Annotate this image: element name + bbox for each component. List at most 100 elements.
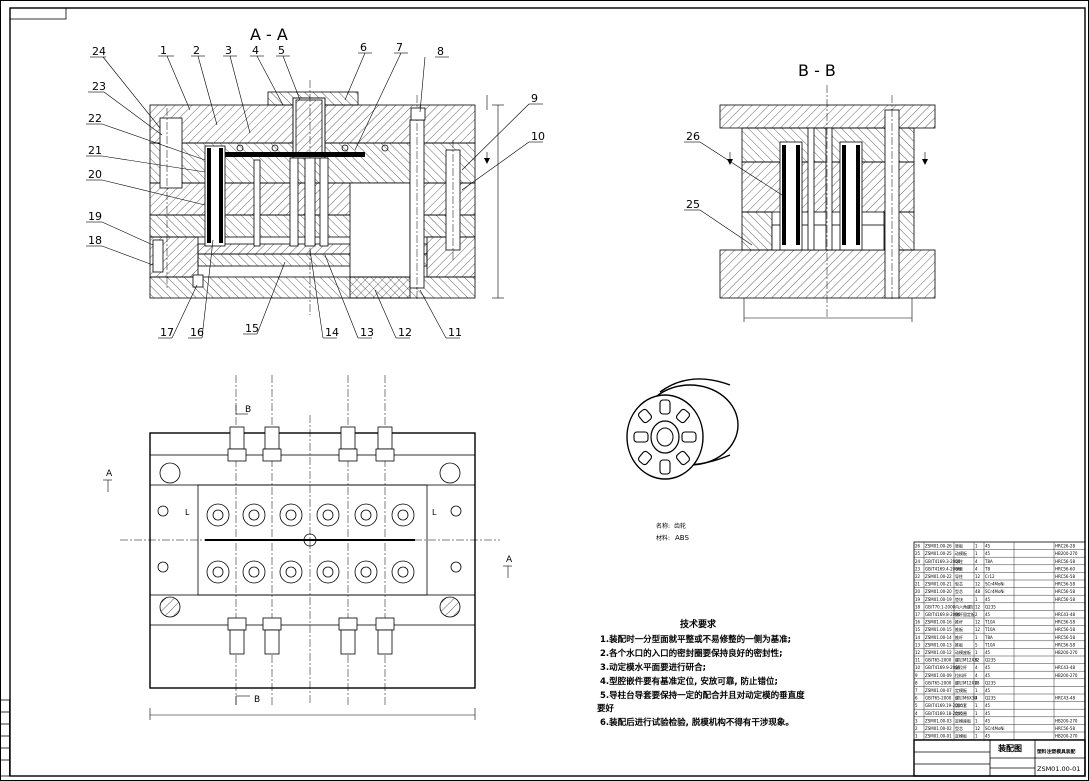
bom-cell: 45 — [985, 612, 991, 617]
bom-cell: 5 — [975, 642, 978, 647]
bom-cell: 4 — [975, 696, 978, 701]
bom-cell: HRC56-58 — [1055, 597, 1075, 602]
bom-cell: SCr4MoNi — [985, 726, 1005, 731]
callout-17: 17 — [160, 326, 174, 339]
bom-cell: 内六角螺钉 — [955, 603, 975, 609]
bom-cell: HRC43-48 — [1055, 612, 1075, 617]
callout-18: 18 — [88, 234, 102, 247]
bom-cell: HB200-270 — [1055, 551, 1078, 556]
cavity-row-top — [206, 503, 415, 527]
bom-cell: 23 — [915, 566, 921, 571]
bb-bottom-plate — [719, 249, 936, 299]
section-b-b-view: B - B 26 25 — [684, 61, 936, 322]
bom-cell: 15 — [915, 627, 921, 632]
callout-24: 24 — [92, 45, 106, 58]
bom-cell: ZSM01.00-19 — [925, 597, 952, 602]
callout-16: 16 — [190, 326, 204, 339]
bom-cell: 45 — [985, 734, 991, 739]
bom-cell: 定位圈 — [955, 710, 967, 716]
bom-cell: ZSM01.00-25 — [925, 551, 952, 556]
bom-cell: 5 — [915, 703, 918, 708]
bom-cell: 26 — [915, 544, 921, 549]
bom-cell: 浇口套 — [955, 702, 967, 708]
product-name-value: 齿轮 — [674, 522, 686, 530]
tech-req-item-5: 5.导柱台导套要保持一定的配合并且对动定模的垂直度 — [600, 690, 805, 701]
tech-req-item-2: 2.各个水口的入口的密封圈要保持良好的密封性; — [600, 648, 783, 659]
bom-cell: T10A — [984, 642, 996, 647]
tech-req-item-1: 1.装配时一分型面就平整或不易修整的一侧为基准; — [600, 634, 791, 645]
corner-code-box — [9, 7, 67, 20]
section-a-a-view: A - A — [86, 25, 545, 339]
bom-cell: Cr12 — [985, 574, 995, 579]
callout-3: 3 — [225, 44, 232, 57]
tech-req-item-6: 6.装配后进行试验检验, 脱模机构不得有干涉现象。 — [600, 717, 794, 728]
bom-cell: 45 — [985, 703, 991, 708]
bom-cell: 8 — [915, 680, 918, 685]
bom-cell: 4 — [915, 711, 918, 716]
bom-cell: 4 — [975, 559, 978, 564]
bom-cell: ZSM01.00-14 — [925, 635, 952, 640]
bom-cell: 11 — [915, 658, 921, 663]
bom-cell: 45 — [985, 544, 991, 549]
bb-spacer-left — [741, 211, 773, 251]
left-binding-strip — [0, 699, 10, 777]
bom-cell: T8A — [984, 559, 993, 564]
callout-23: 23 — [92, 80, 106, 93]
bom-cell: ZSM01.00-07 — [925, 688, 952, 693]
bom-cell: 45 — [985, 650, 991, 655]
bom-cell: 推杆 — [955, 634, 963, 640]
bom-cell: 4 — [975, 566, 978, 571]
bom-cell: 1 — [975, 551, 978, 556]
bom-cell: HRC56-58 — [1055, 589, 1075, 594]
bom-cell: ZSM01.00-15 — [925, 627, 952, 632]
bom-cell: 动模座板 — [955, 649, 971, 655]
bom-cell: 22 — [915, 574, 921, 579]
bom-cell: ZSM01.00-13 — [925, 642, 952, 647]
bom-cell: Q235 — [985, 604, 996, 609]
callout-8: 8 — [437, 45, 444, 58]
callout-19: 19 — [88, 210, 102, 223]
bom-cell: 12 — [975, 604, 981, 609]
bom-cell: 1 — [915, 734, 918, 739]
marker-l-left: L — [185, 508, 190, 517]
bom-cell: HRC43-48 — [1055, 665, 1075, 670]
bom-cell: T10A — [984, 627, 996, 632]
bom-cell: HB200-270 — [1055, 650, 1078, 655]
technical-requirements: 技术要求 1.装配时一分型面就平整或不易修整的一侧为基准; 2.各个水口的入口的… — [597, 618, 805, 728]
marker-a-left: A — [106, 469, 113, 479]
callout-4: 4 — [252, 44, 259, 57]
bom-cell: 1 — [975, 544, 978, 549]
callout-5: 5 — [278, 44, 285, 57]
callout-14: 14 — [325, 326, 339, 339]
bom-cell: 定模板 — [955, 687, 967, 693]
bom-cell: 垫板 — [955, 543, 963, 549]
bom-cell: HRC56-58 — [1055, 627, 1075, 632]
bom-cell: GB/T4169.9-2006 — [925, 665, 961, 670]
plan-view: A A B B L L — [103, 375, 513, 720]
tech-req-title: 技术要求 — [680, 618, 717, 630]
bom-cell: 推杆 — [955, 619, 963, 625]
bom-cell: HRC56-58 — [1055, 574, 1075, 579]
bom-cell: 45 — [985, 688, 991, 693]
bom-cell: 24 — [915, 559, 921, 564]
bom-cell: 螺钉M6X30 — [955, 695, 977, 701]
callout-20: 20 — [88, 168, 102, 181]
bom-cell: GB/T4169.19-2006 — [925, 703, 963, 708]
bom-cell: 动模板 — [955, 550, 967, 556]
bom-cell: HRC56-60 — [1055, 566, 1075, 571]
bom-cell: 垫块 — [955, 596, 963, 602]
bom-cell: 定模座板 — [955, 717, 971, 723]
bom-cell: 螺钉M12X18 — [955, 679, 980, 685]
plan-outer-plate — [149, 432, 476, 689]
bom-cell: 14 — [915, 635, 921, 640]
callout-10: 10 — [531, 130, 545, 143]
bom-cell: HRC43-48 — [1055, 696, 1075, 701]
bom-cell: HRC56-58 — [1055, 635, 1075, 640]
bom-cell: 12 — [975, 726, 981, 731]
bom-cell: 4 — [975, 665, 978, 670]
bom-cell: ZSM01.00-22 — [925, 574, 952, 579]
bom-cell: 17 — [915, 612, 921, 617]
bom-cell: Q235 — [985, 680, 996, 685]
section-aa-title: A - A — [250, 25, 288, 44]
